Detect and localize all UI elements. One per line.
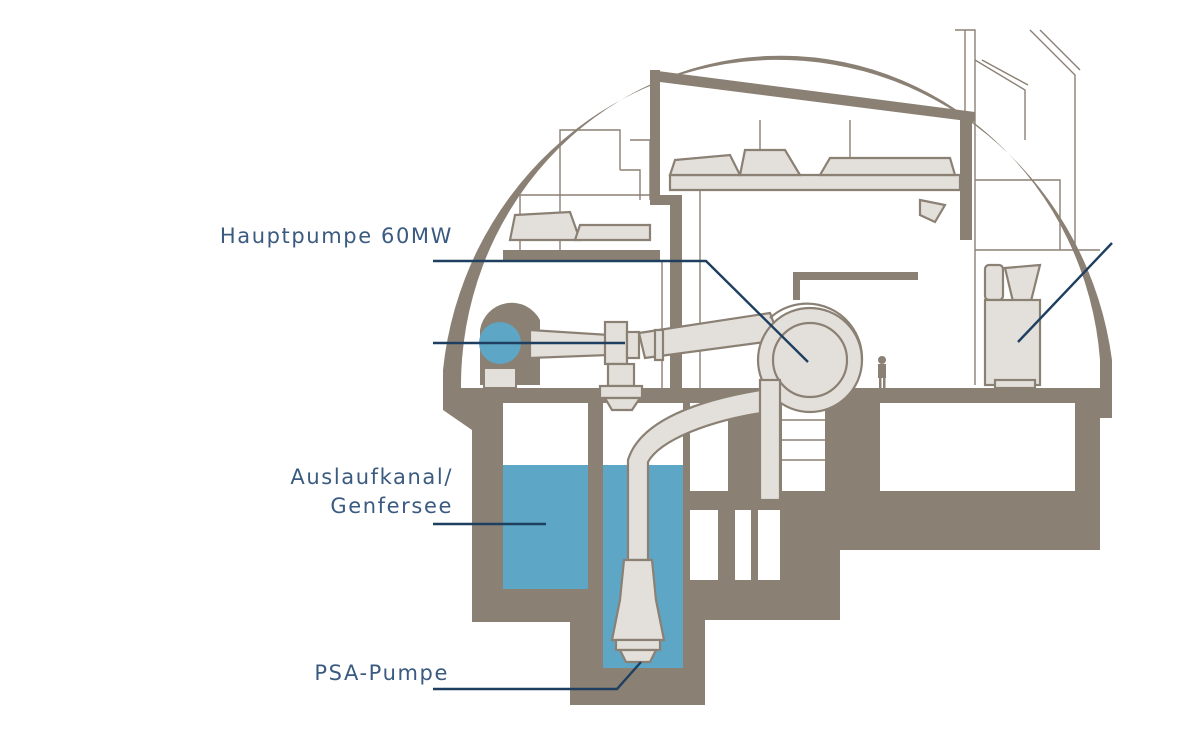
right-equipment xyxy=(983,263,1042,390)
labels: Hauptpumpe 60MW Auslaufkanal/ Genfersee … xyxy=(220,224,453,685)
label-main-pump: Hauptpumpe 60MW xyxy=(220,224,453,248)
person-scale-icon xyxy=(878,356,886,388)
outlet-channel-water xyxy=(503,465,588,589)
machine-hall-building xyxy=(503,70,975,390)
leader-psa-pump xyxy=(433,661,642,691)
label-psa-pump: PSA-Pumpe xyxy=(314,661,449,685)
leader-main-pump xyxy=(433,259,809,363)
leader-right-equipment xyxy=(1017,242,1113,343)
label-outlet-channel-line1: Auslaufkanal/ xyxy=(290,465,453,489)
background-structures xyxy=(519,29,1100,390)
leader-lines xyxy=(433,242,1113,691)
pipework xyxy=(528,302,864,664)
psa-pump-body xyxy=(610,558,666,642)
label-outlet-channel-line2: Genfersee xyxy=(330,494,453,518)
